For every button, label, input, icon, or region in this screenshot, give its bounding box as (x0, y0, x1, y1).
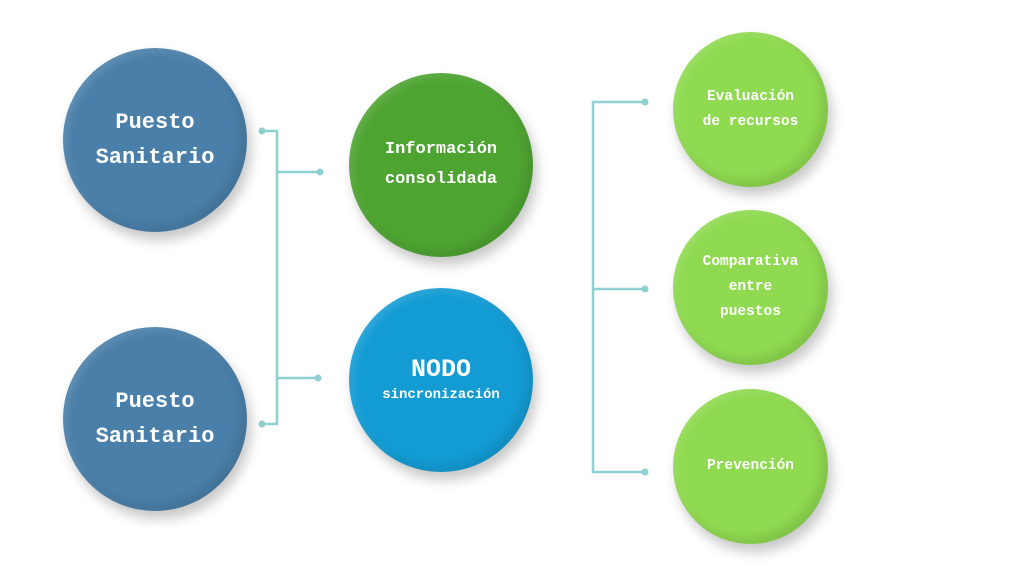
informacion-consolidada-node: Información consolidada (349, 73, 533, 257)
left-bracket (262, 129, 279, 426)
node-title: NODO (410, 355, 471, 384)
right-bracket (591, 100, 645, 474)
connector-dot (258, 420, 266, 428)
nodo-sincronizacion-node: NODO sincronización (349, 288, 533, 472)
node-label: consolidada (384, 170, 498, 189)
comparativa-puestos-node: Comparativa entre puestos (673, 210, 828, 365)
node-label: Puesto (115, 389, 195, 414)
connector-dot (641, 285, 649, 293)
connector-dot (316, 168, 324, 176)
connector-dot (641, 468, 649, 476)
connector-dot (641, 98, 649, 106)
node-label: puestos (720, 304, 781, 320)
node-label: Información (384, 140, 498, 159)
node-label: Sanitario (95, 424, 215, 449)
node-label: Sanitario (95, 145, 215, 170)
node-label: Comparativa (702, 254, 799, 270)
puesto-sanitario-node-1: Puesto Sanitario (63, 48, 247, 232)
puesto-sanitario-node-2: Puesto Sanitario (63, 327, 247, 511)
prevencion-node: Prevención (673, 389, 828, 544)
node-label: Prevención (706, 458, 794, 474)
connector-dot (258, 127, 266, 135)
node-label: Puesto (115, 110, 195, 135)
node-label: entre (728, 279, 773, 295)
evaluacion-recursos-node: Evaluación de recursos (673, 32, 828, 187)
node-subtitle: sincronización (382, 387, 500, 403)
connector-dot (314, 374, 322, 382)
node-label: de recursos (702, 113, 799, 130)
node-label: Evaluación (706, 88, 794, 105)
